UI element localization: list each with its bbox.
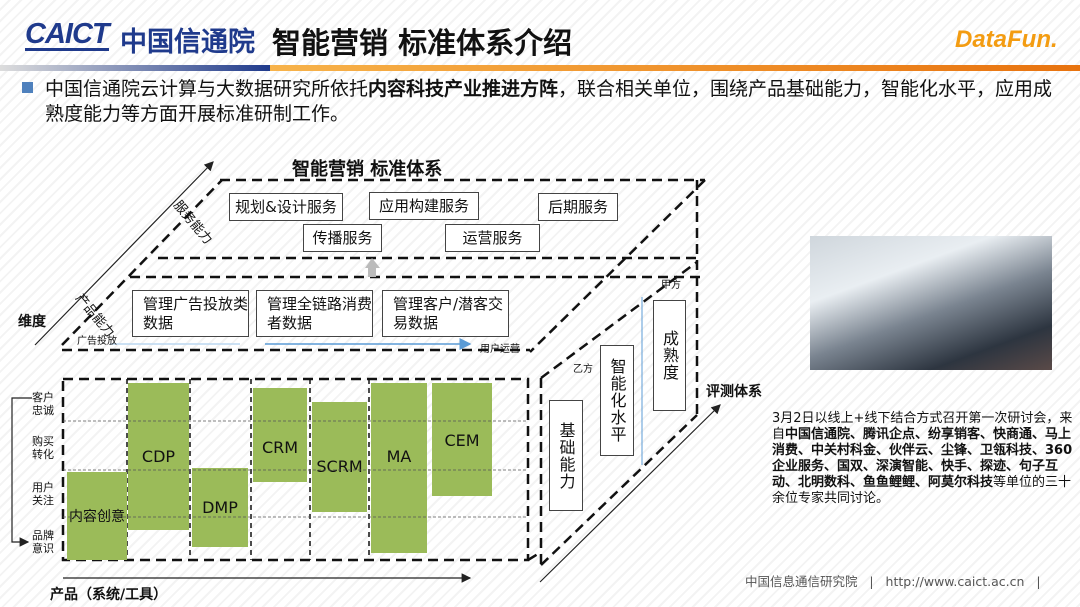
intro-pre: 中国信通院云计算与大数据研究所依托 xyxy=(45,78,369,100)
caict-logo: CAICT xyxy=(25,18,110,51)
caption-text: 等单位的三十余位专家共同讨论。 xyxy=(772,475,1072,506)
eval-box: 智能化水平 xyxy=(600,345,634,456)
product-axis-title: 产品（系统/工具） xyxy=(50,587,168,603)
data-box: 管理客户/潜客交易数据 xyxy=(382,290,509,337)
intro-post: ，联合相关单位，围绕产品基础能力，智能化水平，应用成熟度能力等方面开展标准研制工… xyxy=(45,78,1053,125)
datafun-logo: DataFun. xyxy=(955,26,1058,53)
product-bar: SCRM xyxy=(312,402,367,512)
product-bar: CRM xyxy=(253,388,307,482)
flow-start-label: 广告投放 xyxy=(77,336,117,347)
flow-end-label: 用户运营 xyxy=(480,344,520,355)
product-bar: CDP xyxy=(128,383,189,530)
product-bar: DMP xyxy=(192,468,248,547)
page-title: 智能营销 标准体系介绍 xyxy=(272,26,573,60)
stage-label: 用户关注 xyxy=(32,481,54,507)
data-box: 管理广告投放类数据 xyxy=(132,290,249,337)
caption-orgs: 中国信通院、腾讯企点、纷享销客、快商通、马上消费、中关村科金、伙伴云、尘锋、卫瓴… xyxy=(772,427,1073,490)
eval-box: 成熟度 xyxy=(653,300,686,411)
diagram-title: 智能营销 标准体系 xyxy=(292,159,443,180)
party-a-label: 甲方 xyxy=(661,280,681,291)
data-box: 管理全链路消费者数据 xyxy=(256,290,373,337)
meeting-photo xyxy=(810,236,1052,370)
stage-label: 购买转化 xyxy=(32,435,54,461)
intro-bold: 内容科技产业推进方阵 xyxy=(368,78,559,100)
service-box: 应用构建服务 xyxy=(369,192,479,220)
header-divider-orange xyxy=(270,65,1080,71)
bullet-icon xyxy=(22,82,33,93)
eval-box: 基础能力 xyxy=(549,400,583,511)
service-box: 传播服务 xyxy=(303,224,382,252)
service-box: 运营服务 xyxy=(445,224,540,252)
header-divider-blue xyxy=(0,65,270,71)
org-name: 中国信通院 xyxy=(120,27,255,58)
intro-text: 中国信通院云计算与大数据研究所依托内容科技产业推进方阵，联合相关单位，围绕产品基… xyxy=(45,77,1065,127)
product-bar: MA xyxy=(371,383,427,553)
product-bar: CEM xyxy=(432,383,492,496)
stage-label: 客户忠诚 xyxy=(32,391,54,417)
caption: 3月2日以线上+线下结合方式召开第一次研讨会，来自中国信通院、腾讯企点、纷享销客… xyxy=(772,411,1080,507)
product-bar: 内容创意 xyxy=(67,472,127,560)
footer: 中国信息通信研究院 | http://www.caict.ac.cn | xyxy=(745,574,1041,589)
service-box: 后期服务 xyxy=(538,193,618,221)
eval-system-label: 评测体系 xyxy=(706,384,762,400)
dimension-label: 维度 xyxy=(18,314,46,330)
party-b-label: 乙方 xyxy=(573,364,593,375)
stage-label: 品牌意识 xyxy=(32,529,54,555)
service-box: 规划&设计服务 xyxy=(229,193,343,221)
caption-text: 3月2日以线上+线下结合方式召开第一次研讨会，来自 xyxy=(772,411,1073,442)
